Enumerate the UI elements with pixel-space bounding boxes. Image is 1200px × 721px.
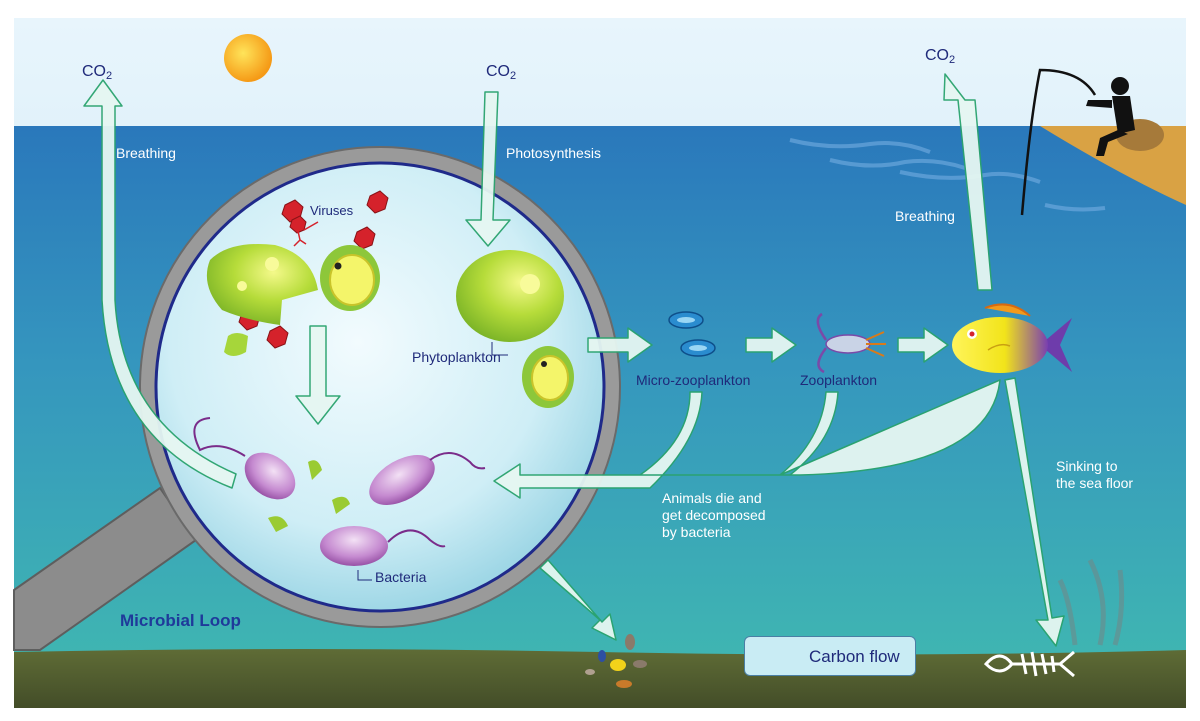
phyto-cell-broken <box>206 244 318 325</box>
bacteria-icon <box>193 417 486 566</box>
fish-icon <box>952 303 1072 373</box>
debris-icon <box>585 634 647 688</box>
micro-zooplankton-label: Micro-zooplankton <box>636 372 751 388</box>
sinking-label: Sinking to the sea floor <box>1056 458 1134 491</box>
photosynthesis-label: Photosynthesis <box>506 145 601 161</box>
viruses-label: Viruses <box>310 203 354 218</box>
phytoplankton-cell-large <box>456 250 564 342</box>
phytoplankton-label: Phytoplankton <box>412 349 501 365</box>
legend-label: Carbon flow <box>809 647 900 666</box>
breathing-label-left: Breathing <box>116 145 176 161</box>
arrow-zoo-to-fish <box>897 327 949 363</box>
breathing-label-right: Breathing <box>895 208 955 224</box>
zooplankton-label: Zooplankton <box>800 372 878 388</box>
arrow-micro-to-zoo <box>745 327 797 363</box>
fish-skeleton-icon <box>983 650 1075 678</box>
legend-box: Carbon flow <box>744 636 916 676</box>
magnifier-handle <box>13 486 198 651</box>
arrow-breathing-right <box>943 73 993 291</box>
arrow-decomposition <box>493 379 1001 499</box>
zooplankton-icon <box>816 312 886 374</box>
co2-label-right: CO2 <box>925 47 956 66</box>
bacteria-label: Bacteria <box>375 569 427 585</box>
microbial-loop-title: Microbial Loop <box>120 611 241 630</box>
arrow-photosynthesis <box>465 91 511 247</box>
co2-label-left: CO2 <box>82 63 113 82</box>
arrow-microbial-down <box>295 325 341 425</box>
micro-zooplankton-icon <box>668 311 716 357</box>
animals-die-label: Animals die and get decomposed by bacter… <box>662 490 766 540</box>
sun-icon <box>224 34 272 82</box>
co2-label-middle: CO2 <box>486 63 517 82</box>
arrow-lens-to-floor <box>539 559 617 641</box>
arrow-phyto-to-micro <box>587 327 653 363</box>
fisherman-icon <box>1020 68 1164 216</box>
arrow-breathing-left <box>83 79 237 489</box>
arrow-sinking <box>1004 377 1065 647</box>
